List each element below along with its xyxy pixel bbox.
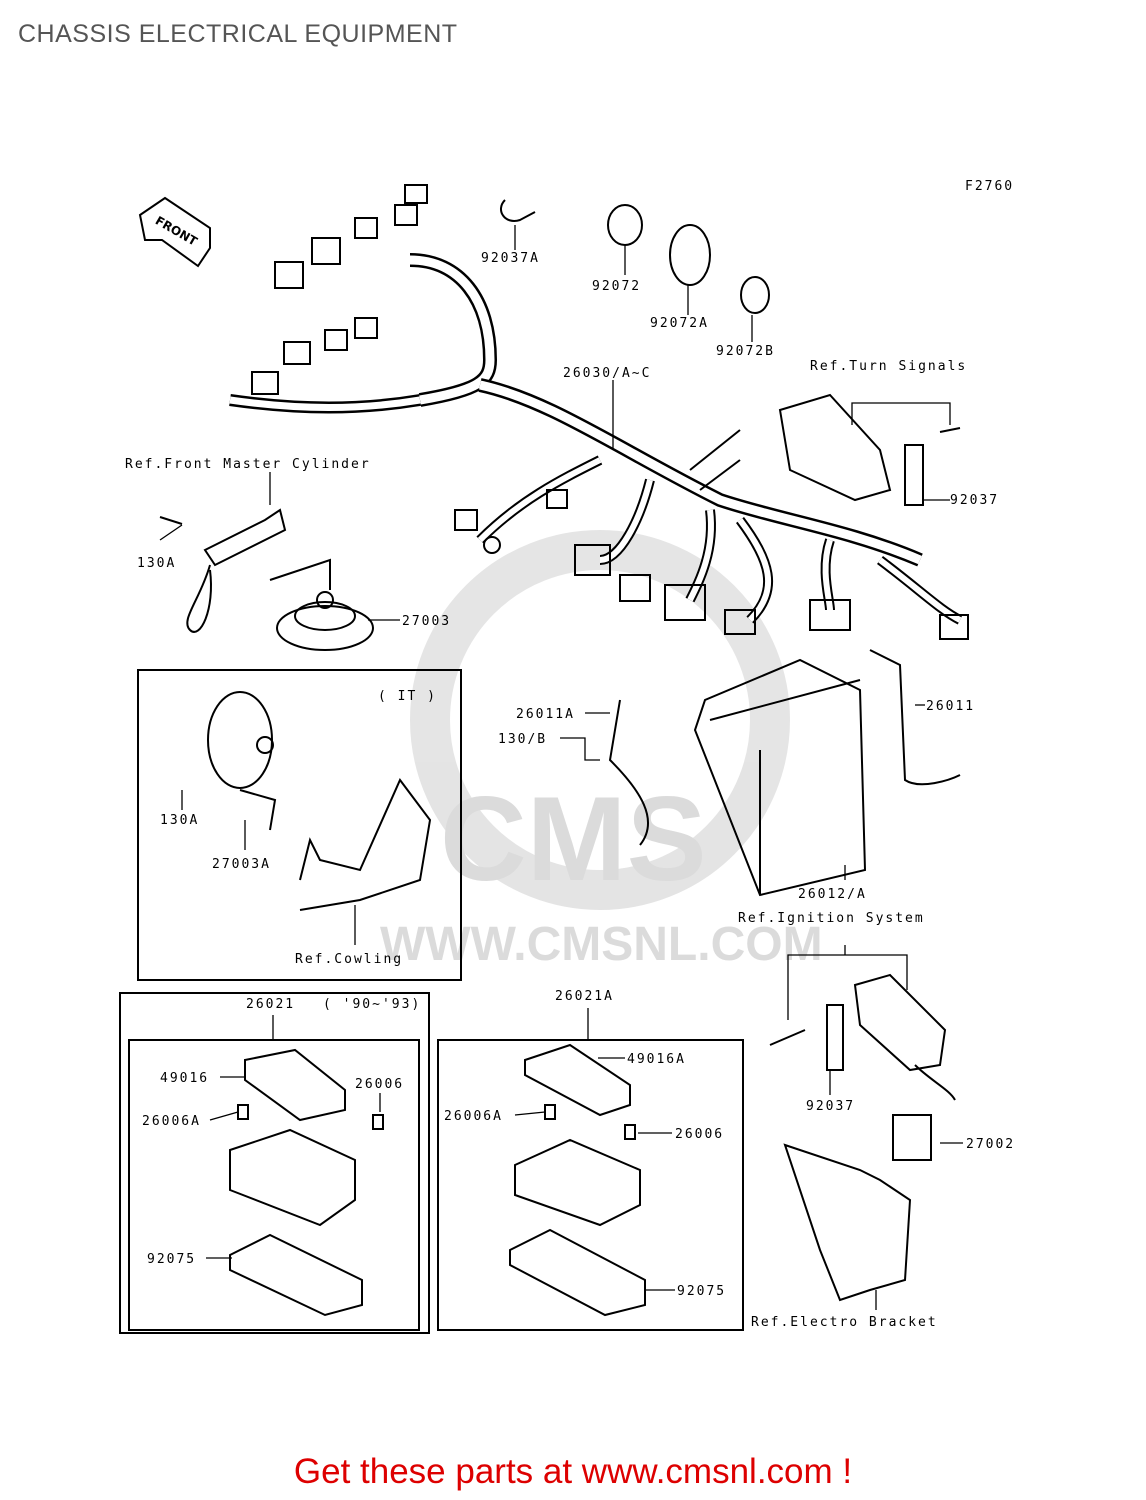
part-label-26006A-middle: 26006A bbox=[444, 1109, 503, 1124]
horn bbox=[269, 558, 374, 651]
watermark-brand: CMS bbox=[440, 772, 707, 906]
wiring-harness bbox=[229, 184, 969, 640]
part-label-26011: 26011 bbox=[926, 699, 975, 714]
front-arrow-icon: FRONT bbox=[138, 196, 211, 268]
part-label-26011A: 26011A bbox=[516, 707, 575, 722]
part-label-130A-inset: 130A bbox=[160, 813, 199, 828]
fuse-box-outer-frame-left bbox=[119, 992, 430, 1334]
master-cylinder-bracket bbox=[159, 508, 287, 633]
part-label-92037A: 92037A bbox=[481, 251, 540, 266]
ref-electro-bracket: Ref.Electro Bracket bbox=[751, 1315, 938, 1330]
part-label-27003A: 27003A bbox=[212, 857, 271, 872]
part-label-49016: 49016 bbox=[160, 1071, 209, 1086]
watermark-url: WWW.CMSNL.COM bbox=[380, 918, 823, 971]
inset-horn-bracket bbox=[207, 691, 432, 911]
part-label-130A-top: 130A bbox=[137, 556, 176, 571]
part-label-92037-bottom: 92037 bbox=[806, 1099, 855, 1114]
part-label-26021A: 26021A bbox=[555, 989, 614, 1004]
fuse-box-middle bbox=[509, 1043, 646, 1317]
inset-note: ( IT ) bbox=[378, 689, 437, 704]
part-label-27002: 27002 bbox=[966, 1137, 1015, 1152]
part-label-92037-top: 92037 bbox=[950, 493, 999, 508]
ref-front-master-cylinder: Ref.Front Master Cylinder bbox=[125, 457, 371, 472]
part-label-130B: 130/B bbox=[498, 732, 547, 747]
part-label-92072A: 92072A bbox=[650, 316, 709, 331]
battery-cables bbox=[608, 649, 961, 846]
part-label-92075-left: 92075 bbox=[147, 1252, 196, 1267]
part-label-92072B: 92072B bbox=[716, 344, 775, 359]
cable-clips bbox=[500, 199, 770, 314]
ref-cowling: Ref.Cowling bbox=[295, 952, 403, 967]
part-label-26012: 26012/A bbox=[798, 887, 867, 902]
cta-link[interactable]: Get these parts at www.cmsnl.com ! bbox=[293, 1452, 853, 1491]
inset-it-box bbox=[137, 669, 462, 981]
part-label-26021: 26021 bbox=[246, 997, 295, 1012]
part-label-92075-middle: 92075 bbox=[677, 1284, 726, 1299]
watermark: CMS WWW.CMSNL.COM bbox=[380, 530, 823, 971]
fuse-box-frame-middle bbox=[437, 1039, 744, 1331]
relay-and-bracket bbox=[783, 1114, 932, 1302]
part-label-92072: 92072 bbox=[592, 279, 641, 294]
part-label-27003: 27003 bbox=[402, 614, 451, 629]
battery bbox=[693, 658, 867, 897]
part-label-26021-years: ( '90~'93) bbox=[323, 997, 421, 1012]
part-label-26006-middle: 26006 bbox=[675, 1127, 724, 1142]
part-label-49016A: 49016A bbox=[627, 1052, 686, 1067]
ref-ignition-system: Ref.Ignition System bbox=[738, 911, 925, 926]
turn-signal bbox=[778, 393, 961, 506]
page-title: CHASSIS ELECTRICAL EQUIPMENT bbox=[18, 20, 458, 48]
leader-lines bbox=[159, 225, 963, 1310]
fuse-box-frame-left bbox=[128, 1039, 420, 1331]
figure-code: F2760 bbox=[965, 179, 1014, 194]
ref-turn-signals: Ref.Turn Signals bbox=[810, 359, 967, 374]
part-label-26006-left: 26006 bbox=[355, 1077, 404, 1092]
part-label-26030: 26030/A~C bbox=[563, 366, 651, 381]
fuse-box-left bbox=[229, 1048, 384, 1317]
ignition-coil bbox=[769, 973, 956, 1101]
part-label-26006A-left: 26006A bbox=[142, 1114, 201, 1129]
